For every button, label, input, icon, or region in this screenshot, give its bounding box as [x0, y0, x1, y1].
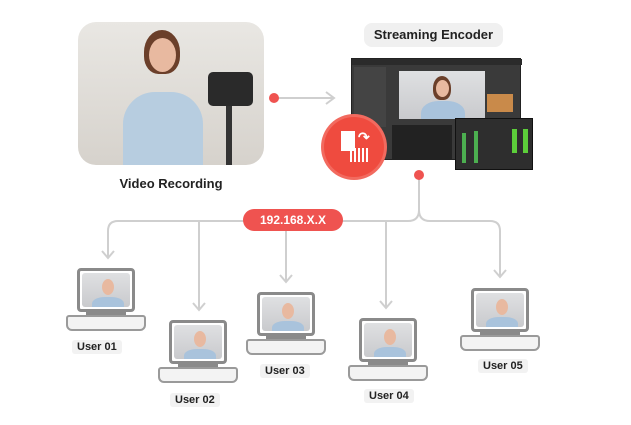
user-computer-03: User 03 — [246, 292, 326, 378]
streaming-encoder-title: Streaming Encoder — [364, 23, 503, 47]
encoder-preview — [399, 71, 485, 119]
video-recording-label: Video Recording — [119, 176, 223, 191]
ip-address-badge: 192.168.X.X — [243, 209, 343, 231]
user-label: User 02 — [170, 393, 220, 407]
user-label: User 03 — [260, 364, 310, 378]
user-label: User 01 — [72, 340, 122, 354]
user-label: User 05 — [478, 359, 528, 373]
encoder-dot — [414, 170, 424, 180]
user-computer-01: User 01 — [66, 268, 146, 354]
user-computer-02: User 02 — [158, 320, 238, 407]
video-recording-photo — [78, 22, 264, 165]
source-dot — [269, 93, 279, 103]
user-computer-04: User 04 — [348, 318, 428, 403]
transcode-icon: ↷ — [324, 117, 384, 177]
user-computer-05: User 05 — [460, 288, 540, 373]
user-label: User 04 — [364, 389, 414, 403]
camera-icon — [208, 72, 253, 106]
audio-mixer-panel — [455, 118, 533, 170]
